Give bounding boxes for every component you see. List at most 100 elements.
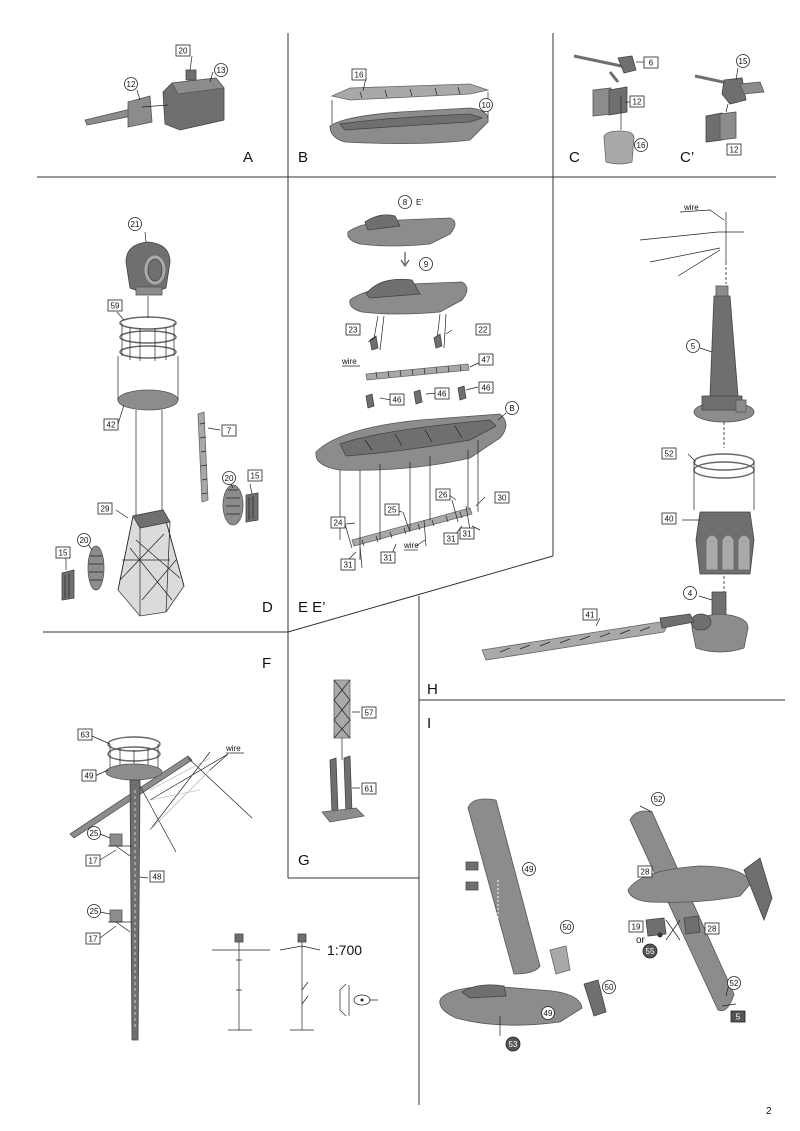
callout-text: 22 [479,326,488,335]
callout-text: 52 [730,979,739,988]
callout-e31d: 31 [459,527,475,540]
callout-text: 46 [482,384,491,393]
callout-text: 55 [646,947,655,956]
section-c-prime-drawing [694,67,765,143]
callout-f17a: 17 [85,854,101,867]
callout-c6: 6 [643,56,659,69]
callout-text: 8 [403,198,408,207]
callout-h4: 4 [683,586,697,600]
callout-e46b: 46 [434,387,450,400]
callout-note: E’ [416,198,423,207]
wire-label-e-upper: wire [341,357,357,366]
section-label-e: E E’ [298,599,326,616]
callout-text: 46 [438,390,447,399]
callout-h41: 41 [582,608,598,621]
section-label-c-prime: C’ [680,149,694,166]
callout-b16: 16 [351,68,367,81]
callout-text: 59 [111,302,120,311]
callout-i55: 55 [642,943,658,959]
callout-text: 21 [131,220,140,229]
callout-i50b: 50 [602,980,616,994]
wire-label-h: wire [683,203,699,212]
callout-e31b: 31 [380,551,396,564]
section-d-drawing [61,231,259,617]
callout-f17b: 17 [85,932,101,945]
callout-b10: 10 [479,98,493,112]
section-label-a: A [243,149,253,166]
callout-i49b: 49 [541,1006,555,1020]
callout-c15: 15 [736,54,750,68]
callout-eB: B [505,401,519,415]
section-g-drawing [321,679,365,823]
callout-text: 57 [365,709,374,718]
callout-e31c: 31 [443,532,459,545]
callout-f48: 48 [149,870,165,883]
callout-d42: 42 [103,418,119,431]
section-label-d: D [262,599,273,616]
callout-h52: 52 [661,447,677,460]
callout-i49a: 49 [522,862,536,876]
callout-text: 29 [101,505,110,514]
callout-d59: 59 [107,299,123,312]
callout-i50a: 50 [560,920,574,934]
callout-f49: 49 [81,769,97,782]
callout-text: 52 [654,795,663,804]
callout-d20a: 20 [222,471,236,485]
callout-text: 31 [463,530,472,539]
callout-e22: 22 [475,323,491,336]
callout-c12: 12 [629,95,645,108]
wire-label-f: wire [225,744,241,753]
callout-e30: 30 [494,491,510,504]
callout-h5: 5 [686,339,700,353]
callout-g57: 57 [361,706,377,719]
callout-text: 53 [509,1040,518,1049]
callout-text: 28 [641,868,650,877]
callout-a12: 12 [124,77,138,91]
scale-label: 1:700 [327,942,362,958]
callout-g61: 61 [361,782,377,795]
section-c-drawing [573,54,644,165]
callout-text: 26 [439,491,448,500]
callout-d21: 21 [128,217,142,231]
callout-text: 25 [90,829,99,838]
callout-text: B [509,404,514,413]
callout-text: 31 [344,561,353,570]
callout-e46a: 46 [389,393,405,406]
callout-e26: 26 [435,488,451,501]
callout-i52b: 52 [727,976,741,990]
callout-text: 17 [89,857,98,866]
callout-e31a: 31 [340,558,356,571]
callout-text: 10 [482,101,491,110]
callout-a20: 20 [175,44,191,57]
callout-text: 4 [688,589,693,598]
callout-text: 9 [424,260,429,269]
section-dividers [37,33,785,1105]
callout-text: 48 [153,873,162,882]
callout-text: 5 [736,1013,741,1022]
wire-label-e-lower: wire [403,541,419,550]
callout-text: 13 [217,66,226,75]
callout-text: 23 [349,326,358,335]
callout-e8: 8 E’ [398,195,423,209]
callout-text: 30 [498,494,507,503]
callout-text: 24 [334,519,343,528]
section-label-c: C [569,149,580,166]
callout-text: 20 [225,474,234,483]
callout-text: 40 [665,515,674,524]
section-label-h: H [427,681,438,698]
callout-e9: 9 [419,257,433,271]
section-label-g: G [298,852,310,869]
callout-a13: 13 [214,63,228,77]
callout-f63: 63 [77,728,93,741]
callout-text: 41 [586,611,595,620]
callout-d15a: 15 [247,469,263,482]
section-h-drawing [481,209,755,661]
callout-text: 61 [365,785,374,794]
callout-text: 16 [355,71,364,80]
callout-i5: 5 [730,1010,746,1023]
callout-text: 20 [179,47,188,56]
callout-text: 19 [632,923,641,932]
callout-text: 49 [544,1009,553,1018]
callout-text: 63 [81,731,90,740]
